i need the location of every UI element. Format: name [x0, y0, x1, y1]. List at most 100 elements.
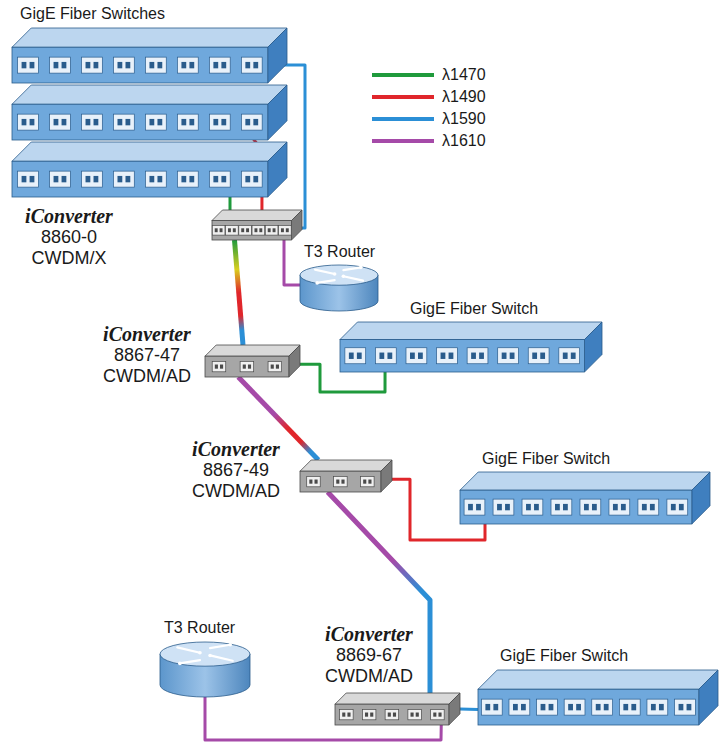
port-hole	[433, 713, 436, 717]
port-hole	[336, 480, 339, 484]
port	[177, 114, 198, 130]
port-hole	[679, 504, 684, 510]
port-hole	[526, 504, 531, 510]
port	[212, 225, 225, 235]
converter-side	[449, 693, 460, 725]
port	[18, 57, 39, 73]
port-hole	[54, 176, 59, 182]
legend-line	[372, 139, 434, 143]
port-hole	[471, 353, 476, 359]
cwdm-converter: iConverter8860-0 CWDM/X	[212, 210, 302, 240]
router-arrow-head	[178, 662, 182, 666]
port-hole	[651, 704, 656, 710]
port-hole	[493, 704, 498, 710]
port-hole	[342, 713, 345, 717]
port-hole	[181, 62, 186, 68]
port-hole	[221, 119, 226, 125]
port	[50, 171, 71, 187]
port-hole	[370, 713, 373, 717]
router-arrow	[343, 267, 360, 270]
port	[592, 699, 613, 715]
port-hole	[213, 62, 218, 68]
port-hole	[479, 353, 484, 359]
port-hole	[94, 176, 99, 182]
port-hole	[221, 176, 226, 182]
port	[334, 476, 348, 486]
converter-front	[212, 221, 292, 241]
port-hole	[592, 504, 597, 510]
wavelength-label: λ1590	[442, 110, 486, 128]
port-hole	[22, 119, 27, 125]
port-hole	[347, 713, 350, 717]
router-arrow	[315, 270, 335, 274]
port-hole	[94, 119, 99, 125]
port-hole	[418, 353, 423, 359]
port-hole	[215, 228, 218, 232]
router-arrow-head	[208, 654, 212, 658]
port-hole	[604, 704, 609, 710]
router-arrow-head	[198, 651, 202, 655]
switch-side	[699, 670, 718, 725]
port	[498, 348, 519, 364]
port	[564, 699, 585, 715]
device-label: GigE Fiber Switch	[482, 449, 662, 468]
port	[177, 57, 198, 73]
wavelength-legend: λ1470λ1490λ1590λ1610	[372, 64, 486, 152]
port	[82, 114, 103, 130]
port-hole	[259, 228, 262, 232]
legend-row: λ1610	[372, 130, 486, 152]
port-hole	[596, 704, 601, 710]
conv-shape	[205, 345, 300, 377]
port-hole	[410, 353, 415, 359]
router-top	[160, 642, 250, 666]
switch-side	[585, 322, 603, 372]
port	[609, 499, 630, 515]
port-hole	[220, 228, 223, 232]
port-hole	[62, 119, 67, 125]
converter-front	[335, 704, 449, 725]
port-hole	[213, 176, 218, 182]
port-hole	[549, 704, 554, 710]
port	[464, 499, 485, 515]
port-hole	[659, 704, 664, 710]
fiber-link	[460, 708, 478, 712]
device-label-block: GigE Fiber Switch	[410, 299, 590, 318]
fiber-switch: GigE Fiber Switch	[460, 472, 710, 524]
port-hole	[584, 504, 589, 510]
port-hole	[86, 176, 91, 182]
converter-top	[205, 345, 300, 356]
port-hole	[563, 353, 568, 359]
port	[265, 225, 278, 235]
port-hole	[621, 504, 626, 510]
port	[226, 225, 239, 235]
port-hole	[157, 119, 162, 125]
device-label-block: GigE Fiber Switch	[500, 646, 680, 665]
port-hole	[476, 504, 481, 510]
port-hole	[650, 504, 655, 510]
switch-side	[268, 142, 287, 197]
port-hole	[541, 704, 546, 710]
legend-row: λ1590	[372, 108, 486, 130]
port	[239, 225, 252, 235]
port	[279, 225, 292, 235]
port-hole	[149, 176, 154, 182]
router-arrow-head	[342, 274, 346, 278]
stack-shape	[12, 28, 287, 198]
router-arrow	[210, 645, 230, 648]
port-hole	[357, 353, 362, 359]
port-hole	[388, 713, 391, 717]
port-hole	[233, 228, 236, 232]
converter-side	[289, 345, 300, 377]
port-hole	[534, 504, 539, 510]
router-shape	[160, 642, 250, 697]
port-hole	[416, 713, 419, 717]
port-hole	[315, 480, 318, 484]
port-hole	[157, 62, 162, 68]
device-label-block: GigE Fiber Switch	[482, 449, 662, 468]
port-hole	[349, 353, 354, 359]
port-hole	[181, 119, 186, 125]
port-hole	[253, 119, 258, 125]
port-hole	[563, 504, 568, 510]
port-hole	[393, 713, 396, 717]
